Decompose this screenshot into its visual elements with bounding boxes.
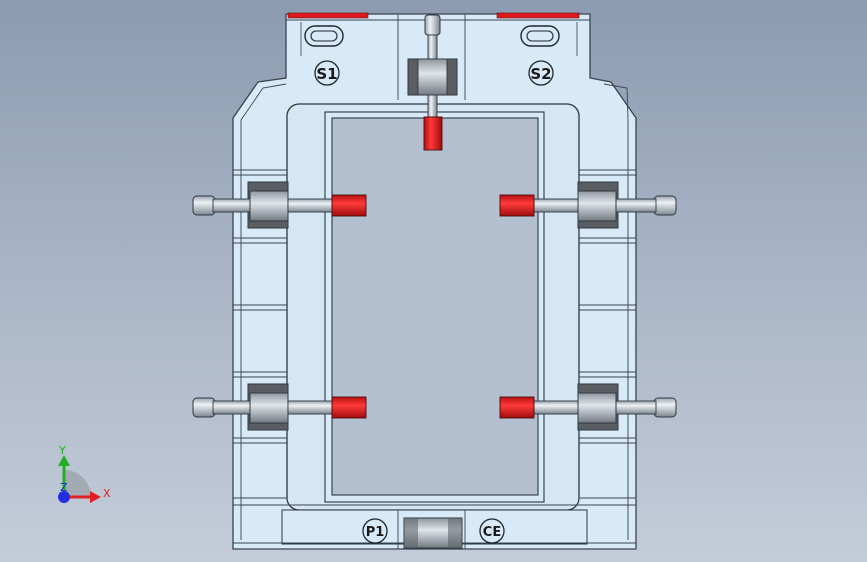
- marking-s2-text: S2: [530, 65, 551, 83]
- marking-ce: CE: [479, 518, 505, 544]
- right-ribs: [579, 169, 636, 499]
- triad-z-axis: [58, 491, 70, 503]
- left-upper-bolt-tip: [331, 194, 367, 217]
- right-lower-bolt[interactable]: [499, 383, 677, 431]
- window-opening: [331, 117, 539, 496]
- left-ribs: [233, 169, 287, 499]
- marking-s2: S2: [528, 60, 554, 86]
- coordinate-triad[interactable]: Y X Z: [58, 444, 111, 503]
- marking-p1-text: P1: [366, 525, 385, 540]
- marking-p1: P1: [362, 518, 388, 544]
- left-upper-bolt[interactable]: [192, 181, 367, 229]
- triad-z-label: Z: [60, 481, 68, 494]
- triad-x-label: X: [103, 487, 111, 500]
- triad-y-label: Y: [58, 444, 66, 457]
- right-upper-bolt[interactable]: [499, 181, 677, 229]
- top-left-red-edge: [287, 12, 369, 19]
- marking-ce-text: CE: [483, 525, 501, 540]
- right-lower-bolt-tip: [499, 396, 535, 419]
- marking-s1-text: S1: [316, 65, 337, 83]
- left-lower-bolt-tip: [331, 396, 367, 419]
- housing-inner-edge: [240, 83, 629, 121]
- triad-plane-indicator: [64, 470, 91, 497]
- top-bolt[interactable]: [407, 14, 458, 151]
- marking-s1: S1: [314, 60, 340, 86]
- left-lower-bolt[interactable]: [192, 383, 367, 431]
- top-right-red-edge: [496, 12, 580, 19]
- top-bolt-tip: [423, 116, 443, 151]
- right-upper-bolt-tip: [499, 194, 535, 217]
